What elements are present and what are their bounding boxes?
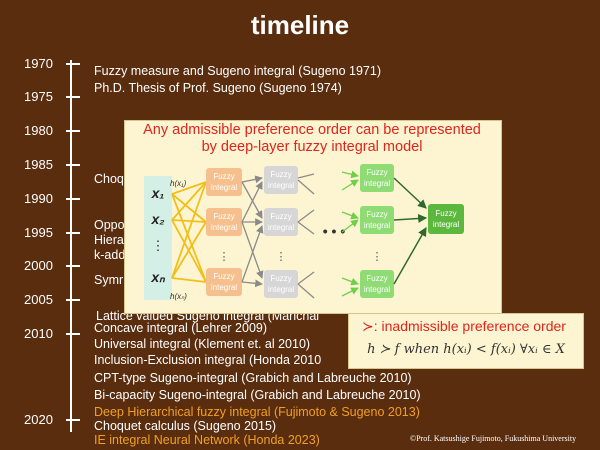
layer3-node-2: Fuzzy integral	[360, 206, 394, 234]
year-1980: 1980	[24, 123, 53, 138]
label-h-x1: h(x₁)	[170, 179, 187, 188]
layer2-node-1-label-b: integral	[268, 181, 294, 190]
input-edges	[171, 181, 207, 283]
layer1-node-3: Fuzzy integral	[206, 268, 242, 296]
event-fragment-k-additive: k-add	[94, 248, 126, 262]
layer1-node-1-label-b: integral	[211, 183, 237, 192]
layer3-vdots: ⋮	[372, 251, 383, 263]
layer2-edges	[297, 173, 315, 299]
output-node-label-a: Fuzzy	[435, 209, 456, 218]
input-xn: xₙ	[150, 269, 166, 285]
overlay-title-line2: by deep-layer fuzzy integral model	[201, 139, 423, 155]
tick-1970	[66, 63, 80, 65]
layer-ellipsis: • • •	[323, 223, 346, 239]
year-1990: 1990	[24, 191, 53, 206]
inadmissible-equation: h ≻ f when h(xᵢ) < f(xᵢ) ∀xᵢ ∈ X	[367, 342, 565, 357]
input-x2: x₂	[150, 211, 164, 227]
event-fragment-choquet: Choq	[94, 172, 124, 186]
inadmissible-title: ≻: inadmissible preference order	[362, 318, 566, 334]
layer1-node-3-label-a: Fuzzy	[213, 272, 234, 281]
layer1-node-3-label-b: integral	[211, 283, 237, 292]
overlay-title-line1: Any admissible preference order can be r…	[143, 122, 481, 138]
tick-2005	[66, 299, 80, 301]
layer2-node-3-label-a: Fuzzy	[270, 274, 291, 283]
layer2-node-2: Fuzzy integral	[264, 208, 298, 236]
layer2-node-2-label-a: Fuzzy	[270, 212, 291, 221]
year-2010: 2010	[24, 326, 53, 341]
input-column	[144, 176, 172, 300]
tick-1990	[66, 198, 80, 200]
network-diagram: x₁ x₂ ⋮ xₙ h(x₁) h(xₙ) Fuzzy integral Fu…	[144, 164, 464, 301]
year-1970: 1970	[24, 56, 53, 71]
output-node-label-b: integral	[433, 220, 459, 229]
year-1975: 1975	[24, 89, 53, 104]
tick-2000	[66, 265, 80, 267]
layer2-node-3-label-b: integral	[268, 285, 294, 294]
tick-1975	[66, 96, 80, 98]
layer1-edges	[241, 175, 264, 288]
event-fragment-hierarchical: Hiera	[94, 233, 124, 247]
layer3-node-3-label-a: Fuzzy	[366, 274, 387, 283]
layer3-node-1-label-b: integral	[364, 179, 390, 188]
event-sugeno-1971: Fuzzy measure and Sugeno integral (Sugen…	[94, 64, 381, 78]
copyright-credit: ©Prof. Katsushige Fujimoto, Fukushima Un…	[410, 434, 577, 443]
event-bicapacity-sugeno: Bi-capacity Sugeno-integral (Grabich and…	[94, 388, 421, 402]
year-1995: 1995	[24, 225, 53, 240]
layer1-node-2-label-a: Fuzzy	[213, 212, 234, 221]
event-choquet-calculus: Choquet calculus (Sugeno 2015)	[94, 419, 277, 433]
inadmissible-panel	[348, 313, 584, 369]
year-1985: 1985	[24, 157, 53, 172]
layer3-node-1-label-a: Fuzzy	[366, 168, 387, 177]
layer3-node-3-label-b: integral	[364, 285, 390, 294]
layer3-node-2-label-a: Fuzzy	[366, 210, 387, 219]
output-node: Fuzzy integral	[428, 204, 464, 234]
event-deep-hierarchical: Deep Hierarchical fuzzy integral (Fujimo…	[94, 405, 420, 419]
event-cpt-sugeno: CPT-type Sugeno-integral (Grabich and La…	[94, 371, 412, 385]
year-2005: 2005	[24, 292, 53, 307]
tick-1980	[66, 130, 80, 132]
year-2020: 2020	[24, 412, 53, 427]
overlay-title: Any admissible preference order can be r…	[124, 122, 500, 156]
page-title: timeline	[250, 10, 350, 40]
label-h-xn: h(xₙ)	[170, 292, 187, 301]
event-universal-integral: Universal integral (Klement et. al 2010)	[94, 337, 311, 351]
year-2000: 2000	[24, 258, 53, 273]
layer3-node-2-label-b: integral	[364, 221, 390, 230]
layer2-node-2-label-b: integral	[268, 223, 294, 232]
layer2-node-1-label-a: Fuzzy	[270, 170, 291, 179]
layer1-node-1: Fuzzy integral	[206, 168, 242, 196]
layer1-node-2-label-b: integral	[211, 223, 237, 232]
layer2-vdots: ⋮	[276, 251, 287, 263]
timeline-axis	[70, 60, 72, 432]
layer3-node-3: Fuzzy integral	[360, 270, 394, 298]
layer3-node-1: Fuzzy integral	[360, 164, 394, 192]
input-vdots: ⋮	[152, 238, 165, 253]
layer1-node-1-label-a: Fuzzy	[213, 172, 234, 181]
tick-2020	[66, 419, 80, 421]
layer2-node-3: Fuzzy integral	[264, 270, 298, 298]
tick-2010	[66, 333, 80, 335]
tick-1985	[66, 164, 80, 166]
tick-1995	[66, 232, 80, 234]
event-inclusion-exclusion: Inclusion-Exclusion integral (Honda 2010	[94, 353, 322, 367]
layer1-vdots: ⋮	[219, 251, 230, 263]
event-concave-integral: Concave integral (Lehrer 2009)	[94, 321, 268, 335]
layer3-incoming-edges	[341, 170, 359, 297]
layer2-node-1: Fuzzy integral	[264, 166, 298, 194]
event-sugeno-1974: Ph.D. Thesis of Prof. Sugeno (Sugeno 197…	[94, 81, 342, 95]
event-ie-integral-nn: IE integral Neural Network (Honda 2023)	[94, 433, 320, 447]
event-fragment-symmetric: Symr	[94, 273, 124, 287]
output-edges	[393, 177, 428, 285]
input-x1: x₁	[151, 185, 165, 201]
event-fragment-opposite: Oppo	[94, 218, 125, 232]
layer1-node-2: Fuzzy integral	[206, 208, 242, 236]
